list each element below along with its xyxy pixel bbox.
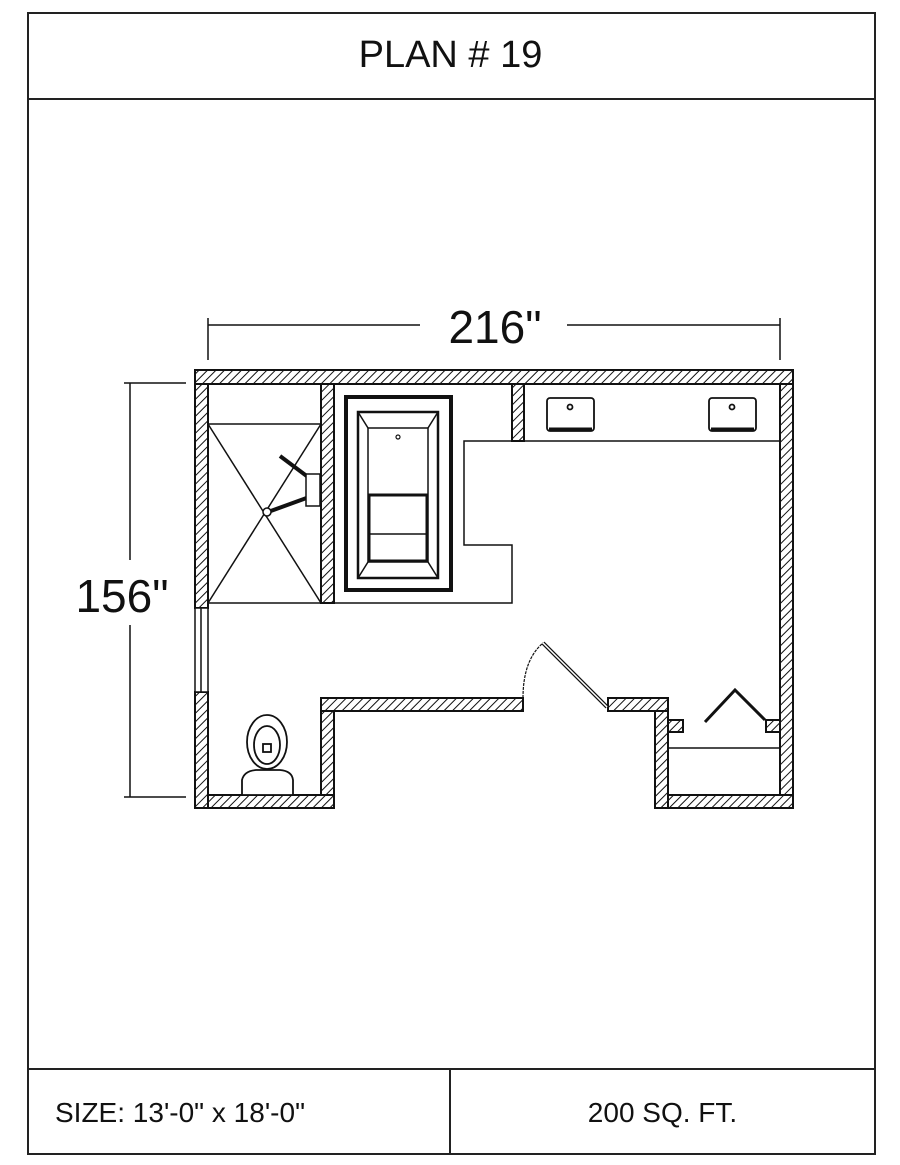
width-label: 216"	[448, 301, 541, 353]
footer: SIZE: 13'-0" x 18'-0" 200 SQ. FT.	[27, 1068, 874, 1155]
shower	[207, 423, 322, 604]
plan-title: PLAN # 19	[27, 12, 874, 100]
bathtub	[344, 395, 453, 592]
area-label: 200 SQ. FT.	[587, 1096, 738, 1128]
sink-left	[546, 397, 595, 432]
height-dimension	[124, 382, 186, 798]
height-label: 156"	[75, 570, 168, 622]
door	[522, 641, 609, 709]
sink-right	[708, 397, 757, 432]
window	[194, 607, 209, 693]
toilet	[241, 714, 294, 796]
width-dimension	[207, 318, 781, 360]
plan-frame	[27, 12, 876, 1155]
closet-bifold-door	[703, 687, 767, 724]
walls	[194, 369, 794, 809]
counter-outline	[334, 440, 780, 604]
size-label: SIZE: 13'-0" x 18'-0"	[27, 1070, 451, 1155]
